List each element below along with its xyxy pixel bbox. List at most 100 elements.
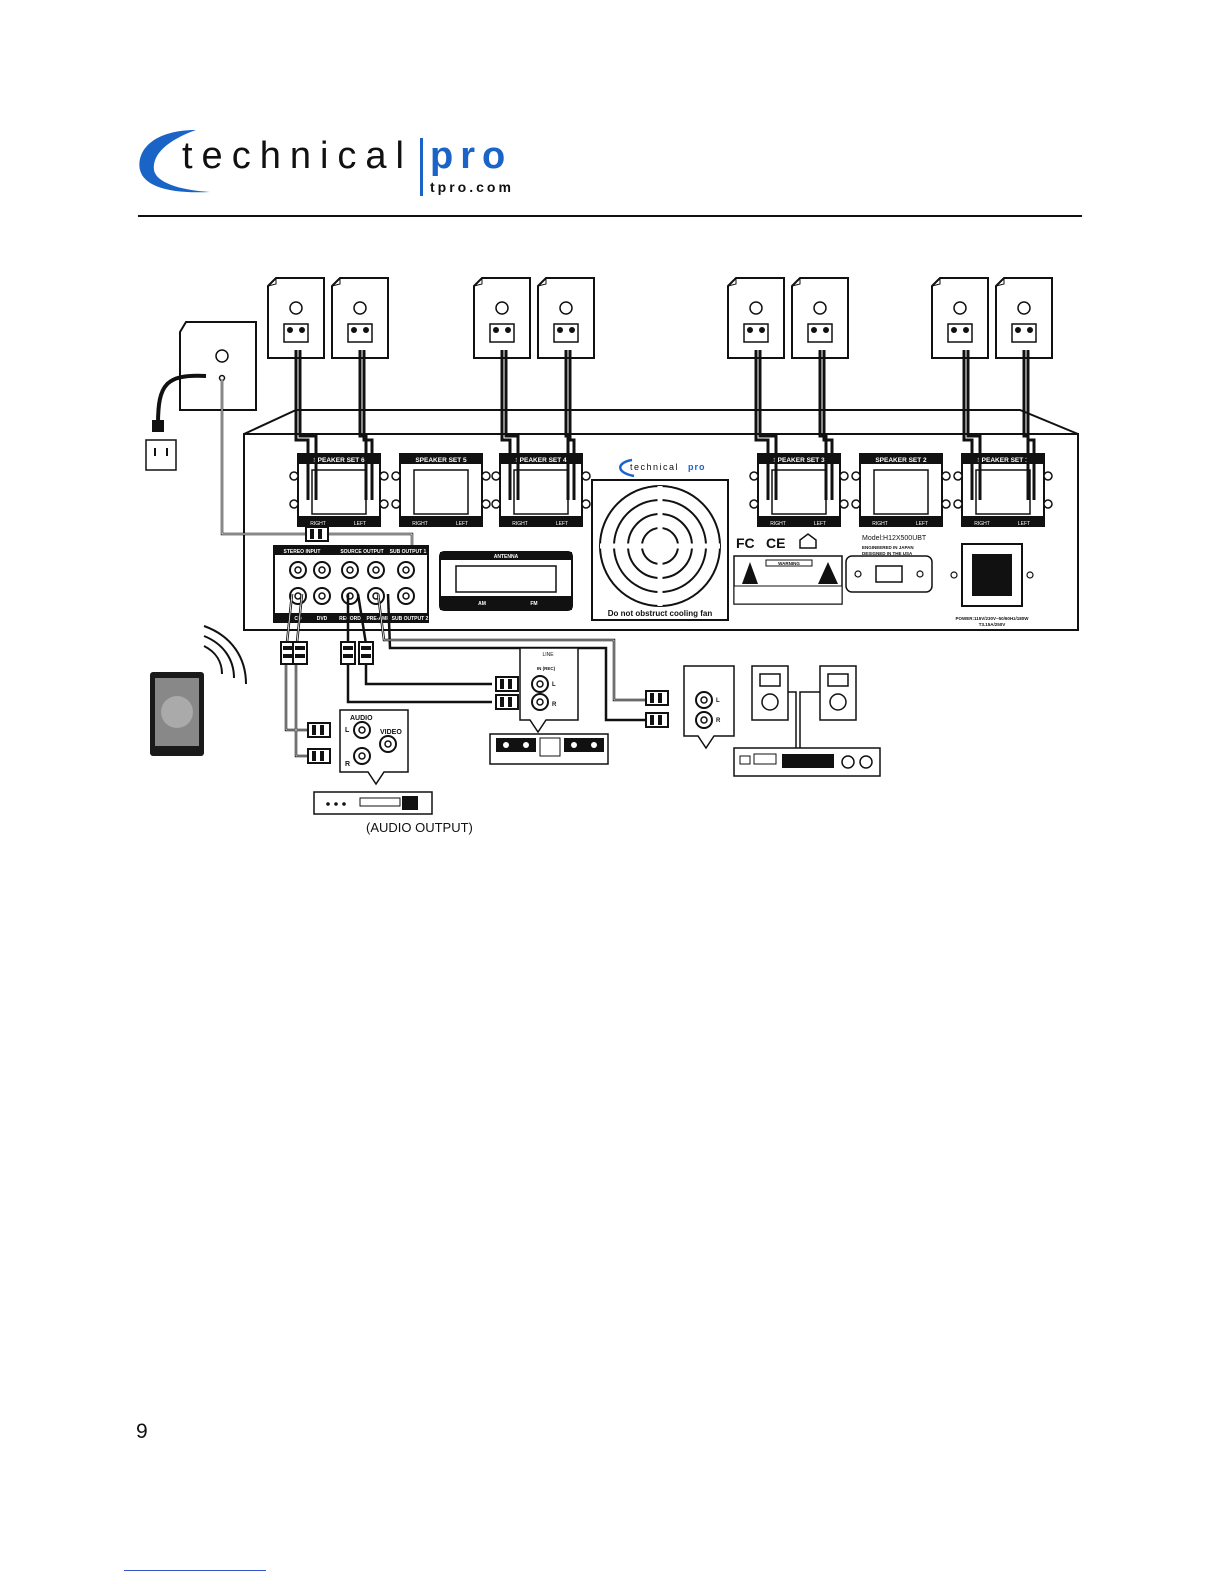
designed-label: DESIGNED IN THE USA bbox=[862, 551, 913, 556]
recorder-input-bubble bbox=[519, 647, 579, 734]
antenna-label: ANTENNA bbox=[494, 554, 519, 560]
page-number: 9 bbox=[136, 1420, 148, 1443]
pre-amp-label: PRE-AMP bbox=[366, 616, 390, 622]
external-speakers bbox=[751, 665, 857, 748]
recorder-plug-r bbox=[495, 694, 519, 710]
power-plug bbox=[152, 420, 164, 432]
panel-logo-right: pro bbox=[688, 462, 706, 472]
home-icon bbox=[799, 533, 817, 549]
in-rec-label: IN (REC) bbox=[537, 666, 556, 671]
record-label: RECORD bbox=[339, 616, 361, 622]
am-label: AM bbox=[478, 601, 486, 607]
serial-plate bbox=[845, 555, 933, 593]
model-label: Model:H12X500UBT bbox=[862, 535, 927, 542]
set-3-right-label: RIGHT bbox=[770, 521, 786, 527]
speaker-set-1-label: SPEAKER SET 1 bbox=[977, 457, 1029, 464]
cd-plug-r bbox=[292, 641, 308, 665]
sub-output-2-label: SUB OUTPUT 2 bbox=[392, 616, 429, 622]
engineered-label: ENGINEERED IN JAPAN bbox=[862, 545, 914, 550]
logo-swoosh bbox=[139, 130, 210, 193]
set-2-right-label: RIGHT bbox=[872, 521, 888, 527]
warning-label-box bbox=[733, 555, 843, 605]
warning-title: WARNING bbox=[778, 561, 800, 566]
subwoofer bbox=[179, 321, 257, 411]
panel-logo-swoosh bbox=[619, 458, 635, 478]
dvd-l-label: L bbox=[345, 727, 350, 734]
amp-l-label: L bbox=[716, 698, 720, 704]
wireless-signal-icon bbox=[203, 625, 247, 685]
panel-logo-left: technical bbox=[630, 462, 679, 472]
external-amplifier bbox=[733, 747, 881, 777]
source-output-label: SOURCE OUTPUT bbox=[340, 549, 383, 555]
speaker-set-6-label: SPEAKER SET 6 bbox=[313, 457, 365, 464]
set-6-right-label: RIGHT bbox=[310, 521, 326, 527]
amplifier-top bbox=[243, 409, 1079, 435]
set-5-right-label: RIGHT bbox=[412, 521, 428, 527]
technical-pro-logo: technical pro tpro.com bbox=[139, 130, 514, 196]
set-1-left-label: LEFT bbox=[1018, 521, 1030, 527]
wall-outlet bbox=[145, 439, 177, 471]
header-rule bbox=[138, 215, 1082, 217]
speaker-set-4-label: SPEAKER SET 4 bbox=[515, 457, 567, 464]
speaker-set-5-label: SPEAKER SET 5 bbox=[415, 457, 467, 464]
logo-url: tpro.com bbox=[430, 179, 514, 195]
speaker-pair-3 bbox=[727, 277, 849, 359]
recorder-plug-l bbox=[495, 676, 519, 692]
record-plug-r bbox=[358, 641, 374, 665]
antenna-panel bbox=[439, 551, 573, 611]
speaker-terminal-1 bbox=[953, 453, 1053, 527]
audio-output-caption: (AUDIO OUTPUT) bbox=[366, 820, 473, 835]
set-4-right-label: RIGHT bbox=[512, 521, 528, 527]
stereo-input-label: STEREO INPUT bbox=[284, 549, 321, 555]
cooling-fan bbox=[591, 479, 729, 621]
rec-r-label: R bbox=[552, 702, 557, 708]
sub-output-1-label: SUB OUTPUT 1 bbox=[390, 549, 427, 555]
speaker-pair-6 bbox=[267, 277, 389, 359]
rca-cables-inner bbox=[285, 593, 646, 757]
dvd-r-label: R bbox=[345, 761, 350, 768]
audio-label: AUDIO bbox=[350, 715, 373, 722]
speaker-set-3-label: SPEAKER SET 3 bbox=[773, 457, 825, 464]
dvd-plug-l bbox=[307, 722, 331, 738]
set-2-left-label: LEFT bbox=[916, 521, 928, 527]
footer-link-underline bbox=[124, 1570, 266, 1571]
speaker-set-2-label: SPEAKER SET 2 bbox=[875, 457, 927, 464]
io-panel bbox=[273, 545, 429, 623]
logo-divider bbox=[420, 138, 423, 196]
set-5-left-label: LEFT bbox=[456, 521, 468, 527]
logo-word-right: pro bbox=[430, 135, 512, 177]
line-label: LINE bbox=[542, 652, 554, 658]
ce-mark: CE bbox=[766, 535, 785, 551]
set-4-left-label: LEFT bbox=[556, 521, 568, 527]
fcc-mark: FC bbox=[736, 535, 755, 551]
logo-word-left: technical bbox=[182, 135, 413, 177]
dvd-player bbox=[313, 791, 433, 815]
sub-cable-plug bbox=[305, 526, 329, 542]
amplifier-input-bubble bbox=[683, 665, 735, 750]
preamp-plug-l bbox=[645, 690, 669, 706]
rec-l-label: L bbox=[552, 682, 556, 688]
power-inlet bbox=[950, 543, 1034, 607]
dvd-output-bubble bbox=[339, 709, 409, 786]
power-rating-line1: POWER:115V/230V~50/60Hz/180W bbox=[956, 616, 1030, 621]
speaker-pair-1 bbox=[931, 277, 1053, 359]
fan-warning-label: Do not obstruct cooling fan bbox=[608, 609, 713, 618]
speaker-terminal-2 bbox=[851, 453, 951, 527]
speaker-pair-4 bbox=[473, 277, 595, 359]
amp-r-label: R bbox=[716, 718, 721, 724]
set-3-left-label: LEFT bbox=[814, 521, 826, 527]
speaker-terminal-5 bbox=[391, 453, 491, 527]
dvd-label: DVD bbox=[317, 616, 328, 622]
set-1-right-label: RIGHT bbox=[974, 521, 990, 527]
preamp-plug-r bbox=[645, 712, 669, 728]
cassette-recorder bbox=[489, 733, 609, 765]
record-plug-l bbox=[340, 641, 356, 665]
power-cord bbox=[156, 373, 207, 425]
tablet bbox=[150, 672, 204, 756]
dvd-plug-r bbox=[307, 748, 331, 764]
fm-label: FM bbox=[530, 601, 537, 607]
wiring-diagram: SPEAKER SET 6 SPEAKER SET 5 SPEAKER SET … bbox=[145, 277, 1079, 835]
set-6-left-label: LEFT bbox=[354, 521, 366, 527]
speaker-wires bbox=[294, 350, 1036, 500]
video-label: VIDEO bbox=[380, 729, 402, 736]
